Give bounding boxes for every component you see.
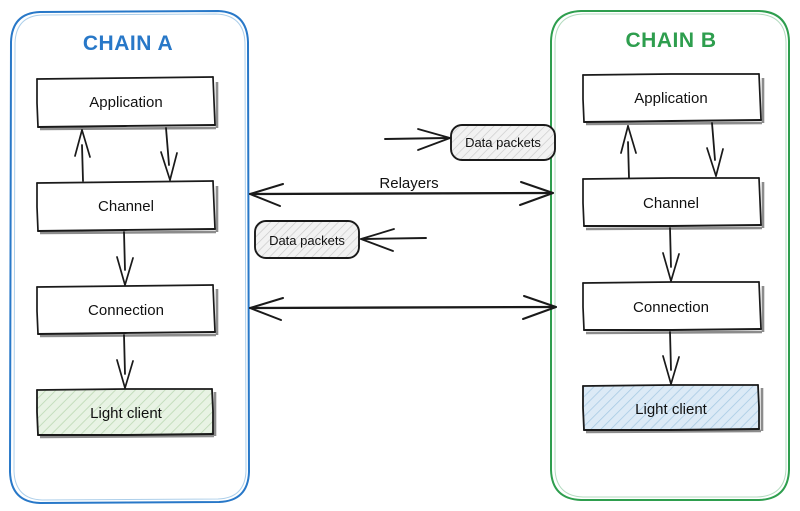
chain-b-arrow-connection-to-light-client [662, 331, 680, 385]
chain-a-layer-label-light-client: Light client [90, 405, 163, 422]
chain-a-channel-box [36, 180, 219, 235]
chain-b-layer-label-connection: Connection [633, 299, 709, 316]
data-packets-top-label: Data packets [465, 135, 541, 150]
chain-a-arrow-connection-to-light-client [116, 334, 134, 389]
chain-a-connection-box [36, 284, 219, 338]
connection-connector [249, 295, 557, 321]
chain-b-layer-label-channel: Channel [643, 195, 699, 212]
chain-b-arrow-application-to-channel [706, 122, 724, 177]
chain-a-arrow-channel-to-application [74, 129, 91, 182]
chain-b-layer-label-light-client: Light client [635, 401, 708, 418]
chain-b-title: CHAIN B [626, 29, 717, 52]
chain-a-arrow-application-to-channel [160, 127, 178, 181]
data-packets-pill-bottom [254, 220, 360, 259]
chain-b-arrow-channel-to-application [620, 125, 637, 179]
chain-a-arrow-channel-to-connection [116, 231, 134, 286]
chain-b-arrow-channel-to-connection [662, 227, 680, 282]
chain-a-light-client-box [36, 388, 217, 439]
data-packets-outgoing-arrow [384, 128, 451, 151]
chain-a-panel [8, 9, 251, 505]
chain-a-layer-label-connection: Connection [88, 302, 164, 319]
chain-a-title: CHAIN A [83, 32, 173, 55]
chain-a-application-box [36, 76, 219, 131]
chain-b-channel-box [582, 177, 765, 231]
chain-a-layer-label-application: Application [89, 94, 162, 111]
chain-b-light-client-box [582, 384, 764, 434]
data-packets-incoming-arrow [360, 228, 427, 252]
relayers-connector [249, 181, 554, 207]
data-packets-pill-top [450, 124, 556, 161]
chain-a-layer-label-channel: Channel [98, 198, 154, 215]
chain-b-connection-box [582, 281, 765, 335]
relayers-label: Relayers [379, 175, 438, 192]
chain-b-layer-label-application: Application [634, 90, 707, 107]
data-packets-bottom-label: Data packets [269, 233, 345, 248]
chain-b-application-box [582, 73, 765, 126]
